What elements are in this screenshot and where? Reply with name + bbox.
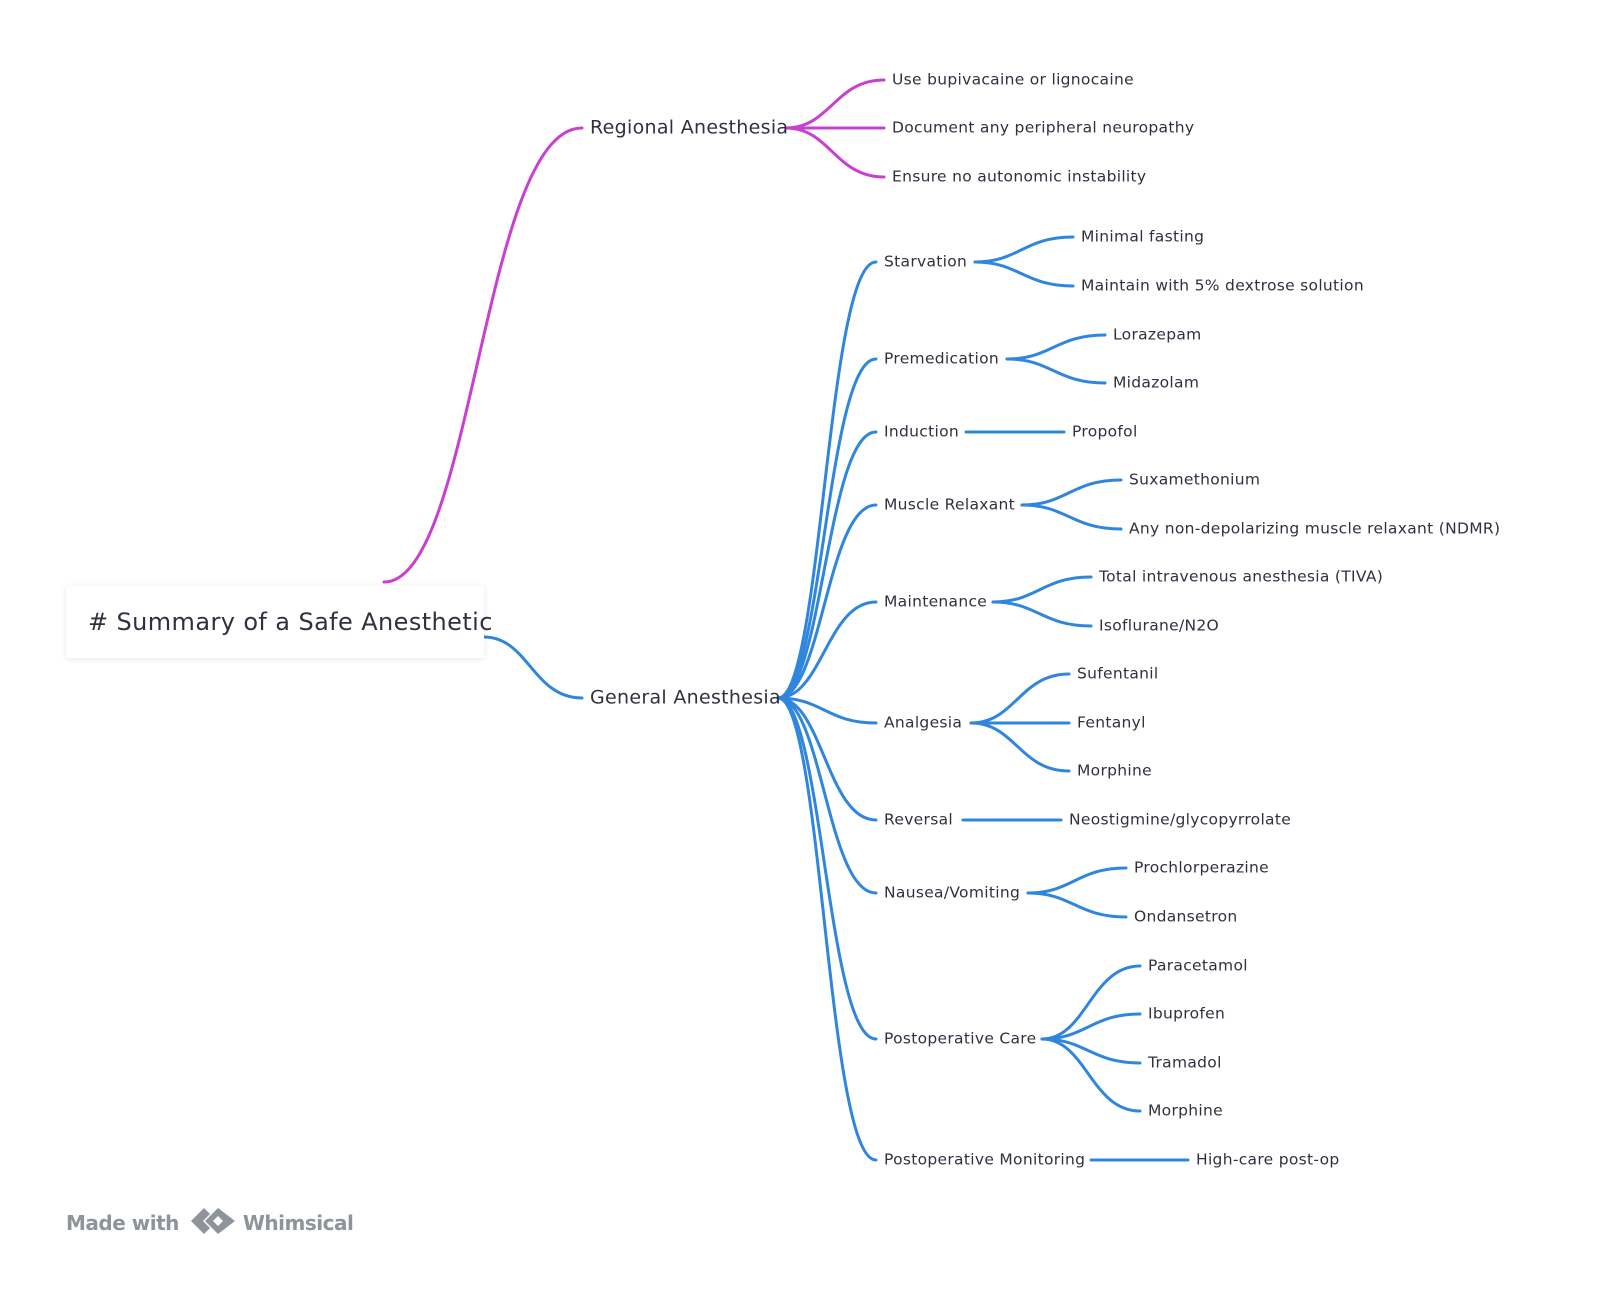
edge-maintenance-isoflurane-n2o (991, 600, 1093, 628)
whimsical-brand-label: Whimsical (242, 1211, 354, 1235)
branch-regional-anesthesia[interactable]: Regional Anesthesia (590, 116, 789, 139)
edge-analgesia-sufentanil (969, 672, 1071, 725)
leaf-use-bupivacaine-or-lignocaine[interactable]: Use bupivacaine or lignocaine (892, 70, 1134, 89)
leaf-any-non-depolarizing-muscle-relaxant-ndmr[interactable]: Any non-depolarizing muscle relaxant (ND… (1129, 519, 1501, 538)
edge-postoperative-care-morphine (1040, 1037, 1142, 1113)
edge-nausea-vomiting-prochlorperazine (1026, 866, 1128, 895)
node-induction[interactable]: Induction (884, 422, 959, 441)
edge-analgesia (776, 696, 878, 725)
leaf-neostigmine-glycopyrrolate[interactable]: Neostigmine/glycopyrrolate (1069, 810, 1292, 829)
edge-use-bupivacaine-or-lignocaine (784, 78, 886, 130)
leaf-suxamethonium[interactable]: Suxamethonium (1129, 470, 1261, 489)
edge-postoperative-care (776, 696, 878, 1041)
leaf-high-care-post-op[interactable]: High-care post-op (1196, 1150, 1340, 1169)
leaf-isoflurane-n2o[interactable]: Isoflurane/N2O (1099, 616, 1220, 635)
node-premedication[interactable]: Premedication (884, 349, 1000, 368)
edge-nausea-vomiting (776, 696, 878, 895)
edge-premedication (776, 357, 878, 700)
edge-reversal (776, 696, 878, 822)
leaf-midazolam[interactable]: Midazolam (1113, 373, 1200, 392)
whimsical-logo-icon (189, 1204, 237, 1243)
edge-postoperative-care-paracetamol (1040, 964, 1142, 1041)
node-postoperative-monitoring[interactable]: Postoperative Monitoring (884, 1150, 1086, 1169)
edge-muscle-relaxant (776, 503, 878, 700)
node-reversal[interactable]: Reversal (884, 810, 953, 829)
made-with-whimsical-badge[interactable]: Made with Whimsical (66, 1204, 354, 1243)
node-starvation[interactable]: Starvation (884, 252, 968, 271)
edge-muscle-relaxant-suxamethonium (1020, 478, 1123, 507)
edge-starvation-minimal-fasting (973, 235, 1075, 264)
leaf-prochlorperazine[interactable]: Prochlorperazine (1134, 858, 1269, 877)
leaf-lorazepam[interactable]: Lorazepam (1113, 325, 1202, 344)
leaf-morphine[interactable]: Morphine (1077, 761, 1152, 780)
node-muscle-relaxant[interactable]: Muscle Relaxant (884, 495, 1016, 514)
edge-premedication-midazolam (1005, 357, 1107, 385)
leaf-tramadol[interactable]: Tramadol (1148, 1053, 1222, 1072)
leaf-sufentanil[interactable]: Sufentanil (1077, 664, 1159, 683)
leaf-ensure-no-autonomic-instability[interactable]: Ensure no autonomic instability (892, 167, 1147, 186)
branch-general-anesthesia[interactable]: General Anesthesia (590, 686, 781, 709)
leaf-ibuprofen[interactable]: Ibuprofen (1148, 1004, 1226, 1023)
root-node-label: # Summary of a Safe Anesthetic (88, 608, 493, 636)
root-node[interactable]: # Summary of a Safe Anesthetic (66, 586, 492, 658)
made-with-label: Made with (66, 1211, 179, 1235)
leaf-propofol[interactable]: Propofol (1072, 422, 1138, 441)
edge-muscle-relaxant-any-non-depolarizing-muscle-relaxant-ndmr (1020, 503, 1123, 531)
edge-maintenance-total-intravenous-anesthesia-tiva (991, 575, 1093, 604)
leaf-fentanyl[interactable]: Fentanyl (1077, 713, 1146, 732)
leaf-ondansetron[interactable]: Ondansetron (1134, 907, 1238, 926)
edge-root-to-regional-anesthesia (382, 126, 584, 584)
node-nausea-vomiting[interactable]: Nausea/Vomiting (884, 883, 1021, 902)
edge-postoperative-monitoring (776, 696, 878, 1162)
node-postoperative-care[interactable]: Postoperative Care (884, 1029, 1037, 1048)
edge-starvation-maintain-with-5-dextrose-solution (973, 260, 1075, 288)
leaf-paracetamol[interactable]: Paracetamol (1148, 956, 1248, 975)
edge-premedication-lorazepam (1005, 333, 1107, 361)
leaf-maintain-with-5-dextrose-solution[interactable]: Maintain with 5% dextrose solution (1081, 276, 1364, 295)
edge-starvation (776, 260, 878, 700)
edge-root-to-general-anesthesia (482, 635, 584, 700)
edge-ensure-no-autonomic-instability (784, 126, 886, 179)
node-maintenance[interactable]: Maintenance (884, 592, 988, 611)
leaf-morphine[interactable]: Morphine (1148, 1101, 1223, 1120)
node-analgesia[interactable]: Analgesia (884, 713, 963, 732)
leaf-minimal-fasting[interactable]: Minimal fasting (1081, 227, 1205, 246)
edge-analgesia-morphine (969, 721, 1071, 773)
leaf-total-intravenous-anesthesia-tiva[interactable]: Total intravenous anesthesia (TIVA) (1099, 567, 1384, 586)
edge-induction (776, 430, 878, 700)
edge-postoperative-care-ibuprofen (1040, 1012, 1142, 1041)
edge-maintenance (776, 600, 878, 700)
edge-nausea-vomiting-ondansetron (1026, 891, 1128, 919)
leaf-document-any-peripheral-neuropathy[interactable]: Document any peripheral neuropathy (892, 118, 1195, 137)
